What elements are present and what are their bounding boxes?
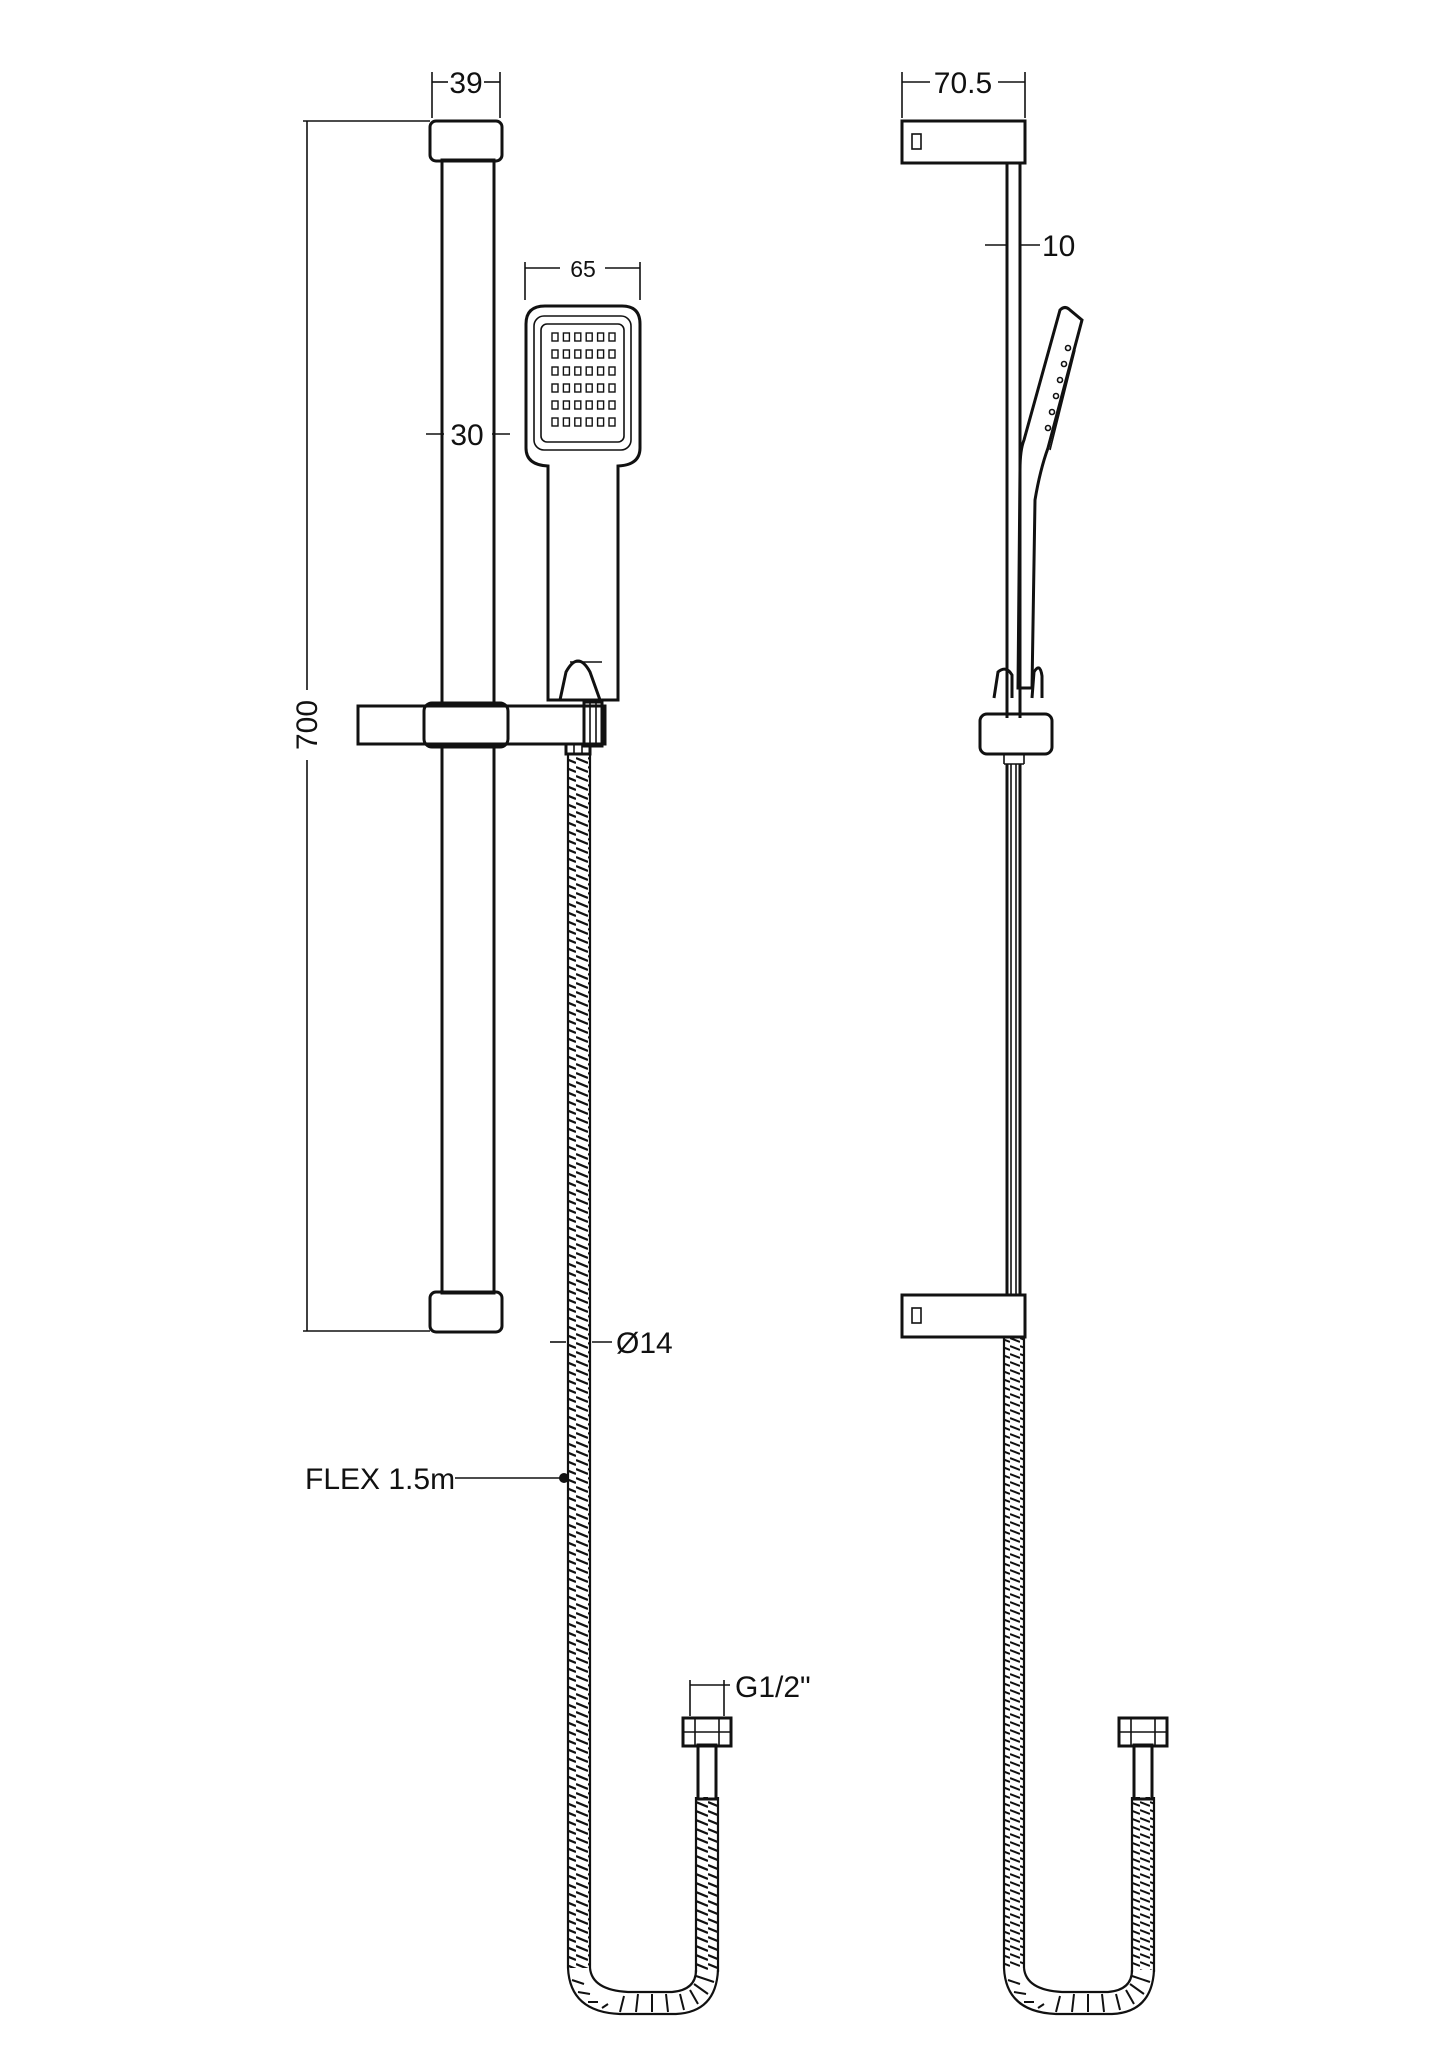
spray-nozzle [585,349,593,359]
bottom-wall-bracket [900,1293,1027,1339]
spray-nozzle [585,383,593,393]
spray-nozzle [596,349,605,359]
handset-side-profile [992,306,1084,699]
spray-nozzle [608,383,616,393]
spray-nozzle [585,332,593,342]
spray-nozzle [551,332,559,342]
side-view: 70.5 10 [900,67,1169,2016]
spray-nozzle [585,400,593,410]
spray-nozzle [574,332,582,342]
spray-nozzle [585,366,593,376]
spray-nozzle [551,383,559,393]
handset-width-label: 65 [570,256,596,282]
spray-nozzle [596,400,605,410]
spray-nozzle [596,332,605,342]
side-hose [1005,764,1022,1295]
flexible-hose [566,754,720,2016]
riser-rail [428,119,504,1334]
spray-nozzle [562,332,571,342]
bar-length-label: 700 [291,700,324,750]
hose-diameter-dimension: Ø14 [550,1327,673,1360]
spray-nozzle [574,400,582,410]
spray-nozzle [608,366,616,376]
spray-nozzle [574,417,582,427]
slider-holder [356,700,607,749]
handset-width-dimension: 65 [524,256,641,300]
spray-nozzle [608,332,616,342]
spray-nozzle [562,349,571,359]
hose-length-callout: FLEX 1.5m [305,1463,569,1496]
spray-nozzle [574,366,582,376]
rail-offset-label: 10 [1042,230,1075,263]
bracket-depth-label: 70.5 [934,67,992,100]
bar-width-dimension: 39 [431,67,501,118]
spray-nozzle [596,366,605,376]
side-flexible-hose [1002,1337,1156,2016]
spray-nozzle [596,417,605,427]
front-view: 39 700 30 [291,67,811,2016]
connector-thread-dimension: G1/2" [689,1671,811,1716]
side-slider [978,712,1054,765]
spray-nozzle [596,383,605,393]
spray-nozzle [585,417,593,427]
top-wall-bracket [900,119,1027,165]
bar-width-label: 39 [449,67,482,100]
spray-nozzle [562,417,571,427]
spray-nozzle [608,400,616,410]
spray-nozzle [562,383,571,393]
rail-diameter-dimension: 30 [426,419,510,452]
spray-nozzle [562,366,571,376]
spray-nozzle [574,383,582,393]
spray-nozzle [574,349,582,359]
spray-nozzle [551,400,559,410]
hex-nut-connector [681,1716,733,1801]
spray-nozzle-grid [551,332,616,427]
hose-connector [564,742,592,756]
spray-nozzle [608,349,616,359]
rail-diameter-label: 30 [450,419,483,452]
spray-nozzle [608,417,616,427]
bracket-depth-dimension: 70.5 [901,67,1026,118]
side-hex-nut-connector [1117,1716,1169,1801]
connector-thread-label: G1/2" [735,1671,811,1704]
spray-nozzle [551,349,559,359]
handset [524,304,642,702]
rail-offset-dimension: 10 [985,230,1075,263]
spray-nozzle [551,366,559,376]
spray-nozzle [551,417,559,427]
hose-length-label: FLEX 1.5m [305,1463,455,1496]
spray-nozzle [562,400,571,410]
bar-length-dimension: 700 [291,120,430,1332]
hose-diameter-label: Ø14 [616,1327,673,1360]
